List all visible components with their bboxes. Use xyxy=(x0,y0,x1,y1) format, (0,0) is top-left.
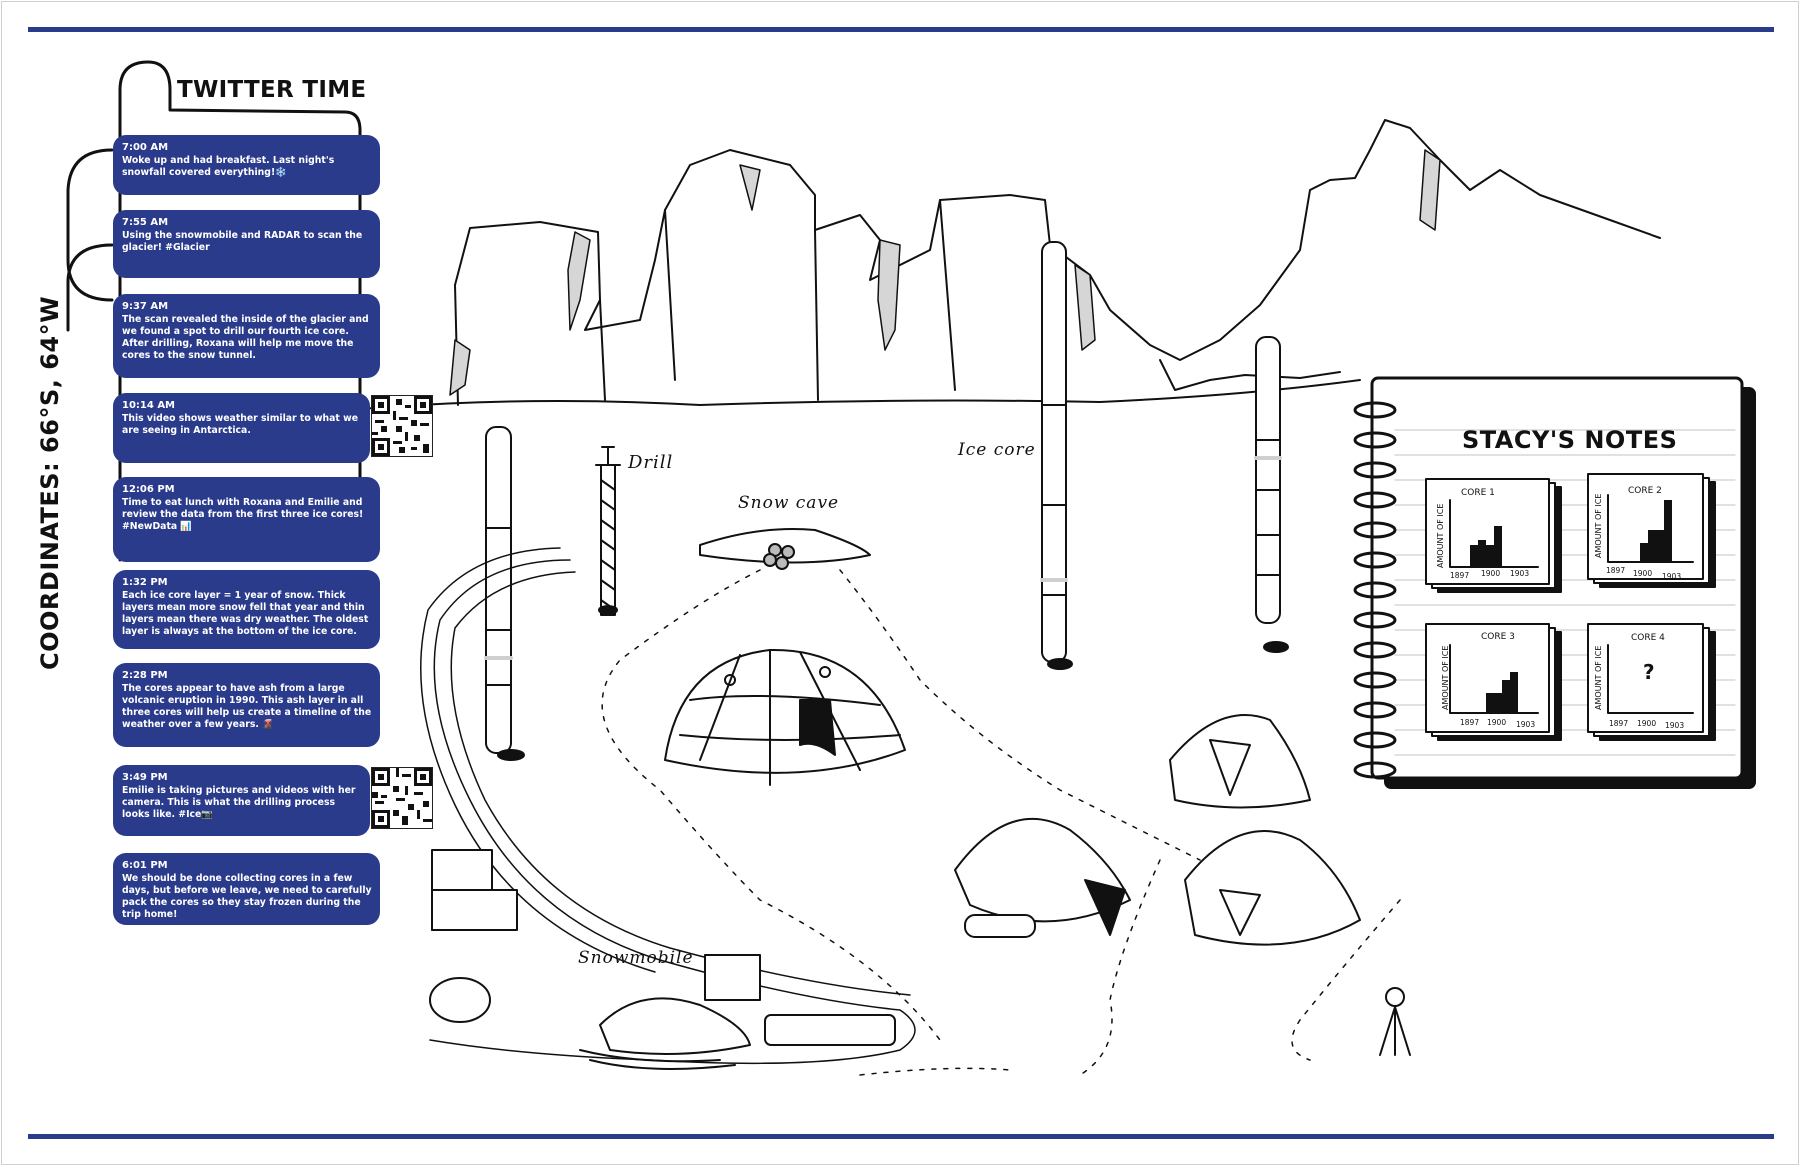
card-y-axis-label: AMOUNT OF ICE xyxy=(1436,503,1445,568)
coordinates-label: COORDINATES: 66°S, 64°W xyxy=(36,295,64,670)
card-tick-label: 1903 xyxy=(1662,572,1682,581)
tweet-time: 1:32 PM xyxy=(122,577,168,588)
snow-cave-drawing xyxy=(699,528,871,570)
ice-core-label: Ice core xyxy=(958,440,1036,460)
card-title: CORE 4 xyxy=(1631,633,1665,643)
card-tick-label: 1897 xyxy=(1450,571,1470,580)
tweet-card: 1:32 PM Each ice core layer = 1 year of … xyxy=(113,570,380,649)
card-tick-label: 1900 xyxy=(1637,719,1657,728)
video-qr-code[interactable] xyxy=(371,395,433,457)
card-tick-label: 1897 xyxy=(1609,719,1629,728)
snowmobile-label: Snowmobile xyxy=(578,948,694,968)
tweet-card: 3:49 PM Emilie is taking pictures and vi… xyxy=(113,765,370,836)
snowmobile-drawing xyxy=(579,997,896,1070)
tweet-card: 9:37 AM The scan revealed the inside of … xyxy=(113,294,380,378)
snow-cave-label: Snow cave xyxy=(738,493,840,513)
tweet-card: 10:14 AM This video shows weather simila… xyxy=(113,393,370,463)
tweet-time: 7:00 AM xyxy=(122,142,169,153)
tweet-time: 7:55 AM xyxy=(122,217,169,228)
tweet-card: 2:28 PM The cores appear to have ash fro… xyxy=(113,663,380,747)
card-tick-label: 1900 xyxy=(1481,569,1501,578)
camping-tents-drawing xyxy=(954,714,1361,946)
camera-tripod-drawing xyxy=(1379,987,1411,1056)
drill-label: Drill xyxy=(628,452,674,473)
qr-code-icon xyxy=(372,768,432,828)
card-y-axis-label: AMOUNT OF ICE xyxy=(1594,645,1603,710)
tweet-card: 6:01 PM We should be done collecting cor… xyxy=(113,853,380,925)
card-tick-label: 1897 xyxy=(1460,718,1480,727)
card-y-axis-label: AMOUNT OF ICE xyxy=(1594,493,1603,558)
supply-boxes-drawing xyxy=(429,849,761,1023)
drill-drawing xyxy=(595,446,621,616)
note-card-core-4 xyxy=(1587,623,1716,741)
dome-tent-drawing xyxy=(664,648,906,786)
phone-outline-drawing xyxy=(66,60,362,562)
top-rule xyxy=(28,27,1774,32)
tweet-card: 12:06 PM Time to eat lunch with Roxana a… xyxy=(113,477,380,562)
unknown-data-mark: ? xyxy=(1643,660,1655,684)
notebook-drawing xyxy=(1353,376,1756,789)
tweet-text: Emilie is taking pictures and videos wit… xyxy=(122,785,356,820)
tweet-time: 2:28 PM xyxy=(122,670,168,681)
card-tick-label: 1900 xyxy=(1487,718,1507,727)
note-card-core-1 xyxy=(1425,478,1562,593)
tweet-time: 12:06 PM xyxy=(122,484,175,495)
ice-cliffs-drawing xyxy=(349,119,1661,411)
tweet-text: Time to eat lunch with Roxana and Emilie… xyxy=(122,497,364,532)
stacys-notes-title: STACY'S NOTES xyxy=(1462,426,1678,454)
card-y-axis-label: AMOUNT OF ICE xyxy=(1441,645,1450,710)
card-tick-label: 1897 xyxy=(1606,566,1626,575)
tweet-time: 6:01 PM xyxy=(122,860,168,871)
tweet-text: This video shows weather similar to what… xyxy=(122,413,359,436)
drilling-video-qr-code[interactable] xyxy=(371,767,433,829)
card-tick-label: 1903 xyxy=(1516,720,1536,729)
tweet-time: 10:14 AM xyxy=(122,400,176,411)
card-tick-label: 1900 xyxy=(1633,569,1653,578)
tweet-text: Each ice core layer = 1 year of snow. Th… xyxy=(122,590,369,637)
card-title: CORE 3 xyxy=(1481,632,1515,642)
card-title: CORE 2 xyxy=(1628,486,1662,496)
tweet-time: 3:49 PM xyxy=(122,772,168,783)
tweet-text: The scan revealed the inside of the glac… xyxy=(122,314,369,361)
card-tick-label: 1903 xyxy=(1510,569,1530,578)
tweet-card: 7:55 AM Using the snowmobile and RADAR t… xyxy=(113,210,380,278)
bottom-rule xyxy=(28,1134,1774,1139)
twitter-time-title: TWITTER TIME xyxy=(177,77,367,103)
tweet-time: 9:37 AM xyxy=(122,301,169,312)
tweet-text: The cores appear to have ash from a larg… xyxy=(122,683,372,730)
tweet-text: Woke up and had breakfast. Last night's … xyxy=(122,155,335,178)
note-card-core-3 xyxy=(1425,623,1562,741)
tweet-text: Using the snowmobile and RADAR to scan t… xyxy=(122,230,363,253)
note-card-core-2 xyxy=(1587,473,1716,588)
qr-code-icon xyxy=(372,396,432,456)
tweet-text: We should be done collecting cores in a … xyxy=(122,873,372,920)
tweet-card: 7:00 AM Woke up and had breakfast. Last … xyxy=(113,135,380,195)
footprint-trails xyxy=(601,569,1401,1076)
card-title: CORE 1 xyxy=(1461,488,1495,498)
card-tick-label: 1903 xyxy=(1665,721,1685,730)
